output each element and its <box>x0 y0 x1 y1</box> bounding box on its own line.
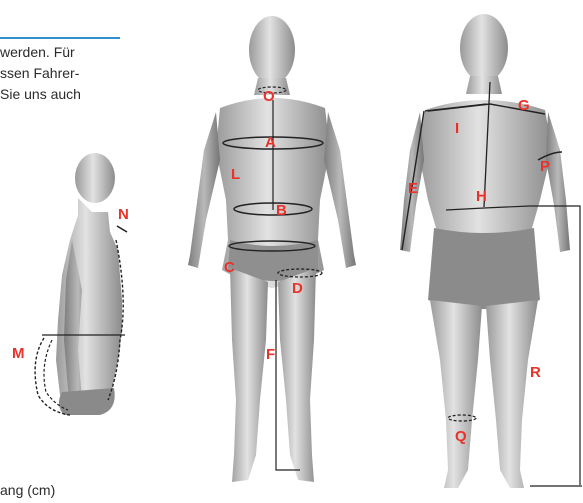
label-b: B <box>276 202 287 219</box>
label-r: R <box>530 364 541 381</box>
label-d: D <box>292 280 303 297</box>
label-g: G <box>518 97 530 114</box>
label-f: F <box>266 346 275 363</box>
label-a: A <box>265 134 276 151</box>
front-view-figure <box>188 16 356 482</box>
label-h: H <box>476 188 487 205</box>
label-i: I <box>455 120 459 137</box>
side-view-figure <box>35 0 127 415</box>
label-l: L <box>231 166 240 183</box>
label-c: C <box>224 259 235 276</box>
label-e: E <box>408 180 418 197</box>
back-view-figure <box>400 14 582 488</box>
label-m: M <box>12 345 25 362</box>
label-n: N <box>118 206 129 223</box>
label-p: P <box>540 158 550 175</box>
label-q: Q <box>455 428 467 445</box>
label-o: O <box>263 88 275 105</box>
